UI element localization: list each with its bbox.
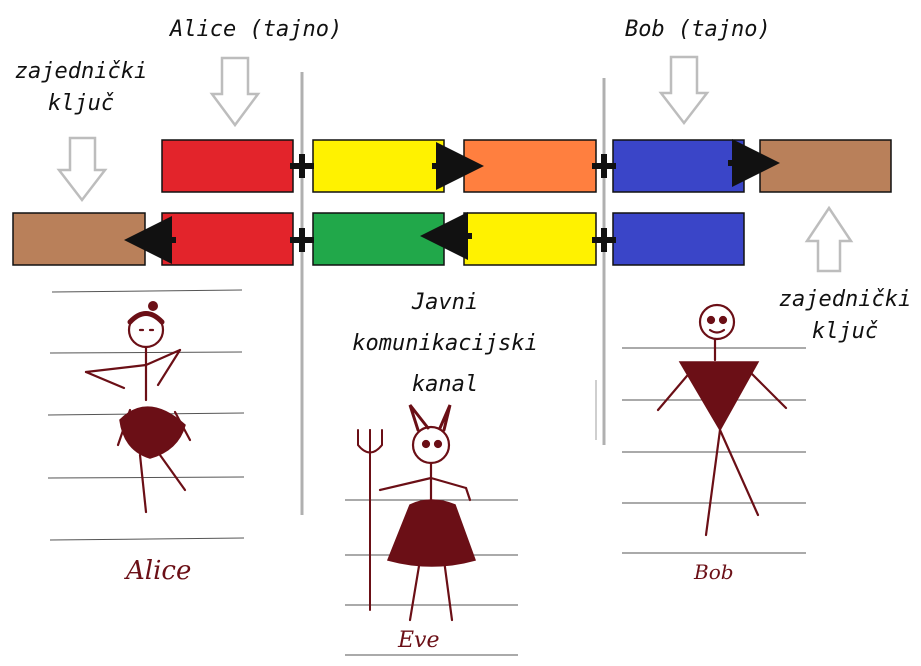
row1-orange-block bbox=[463, 139, 597, 193]
arrow-down-bob bbox=[658, 55, 710, 126]
row1-blue-block bbox=[612, 139, 745, 193]
row1-red-block bbox=[161, 139, 294, 193]
eve-figure bbox=[357, 404, 476, 622]
alice-signature: Alice bbox=[126, 556, 192, 586]
shared-key-label-right: zajednički ključ bbox=[770, 284, 920, 348]
arrow-down-key-left bbox=[56, 136, 108, 203]
row2-green-block bbox=[312, 212, 445, 266]
row1-brown-block bbox=[759, 139, 892, 193]
row2-red-block bbox=[161, 212, 294, 266]
plus-icon-row1-right bbox=[592, 154, 616, 178]
plus-icon-row2-left bbox=[290, 228, 314, 252]
public-channel-line3: kanal bbox=[411, 372, 479, 397]
eve-signature: Eve bbox=[398, 628, 440, 653]
row2-yellow-block bbox=[463, 212, 597, 266]
bob-signature: Bob bbox=[694, 560, 734, 584]
public-channel-label: Javni komunikacijski kanal bbox=[330, 282, 560, 405]
plus-icon-row2-right bbox=[592, 228, 616, 252]
shared-key-right-line2: ključ bbox=[811, 319, 879, 344]
alice-figure bbox=[84, 301, 192, 514]
public-channel-line1: Javni bbox=[411, 290, 479, 315]
plus-icon-row1-left bbox=[290, 154, 314, 178]
shared-key-label-left: zajednički ključ bbox=[6, 56, 156, 120]
shared-key-left-line2: ključ bbox=[47, 91, 115, 116]
public-channel-line2: komunikacijski bbox=[352, 331, 538, 356]
row1-yellow-block bbox=[312, 139, 445, 193]
shared-key-right-line1: zajednički bbox=[778, 287, 912, 312]
bob-figure bbox=[656, 303, 788, 537]
alice-secret-label: Alice (tajno) bbox=[170, 17, 343, 42]
bob-secret-label: Bob (tajno) bbox=[625, 17, 771, 42]
arrow-up-key-right bbox=[804, 205, 854, 273]
shared-key-left-line1: zajednički bbox=[14, 59, 148, 84]
row2-brown-block bbox=[12, 212, 146, 266]
row2-blue-block bbox=[612, 212, 745, 266]
arrow-down-alice bbox=[209, 56, 261, 128]
